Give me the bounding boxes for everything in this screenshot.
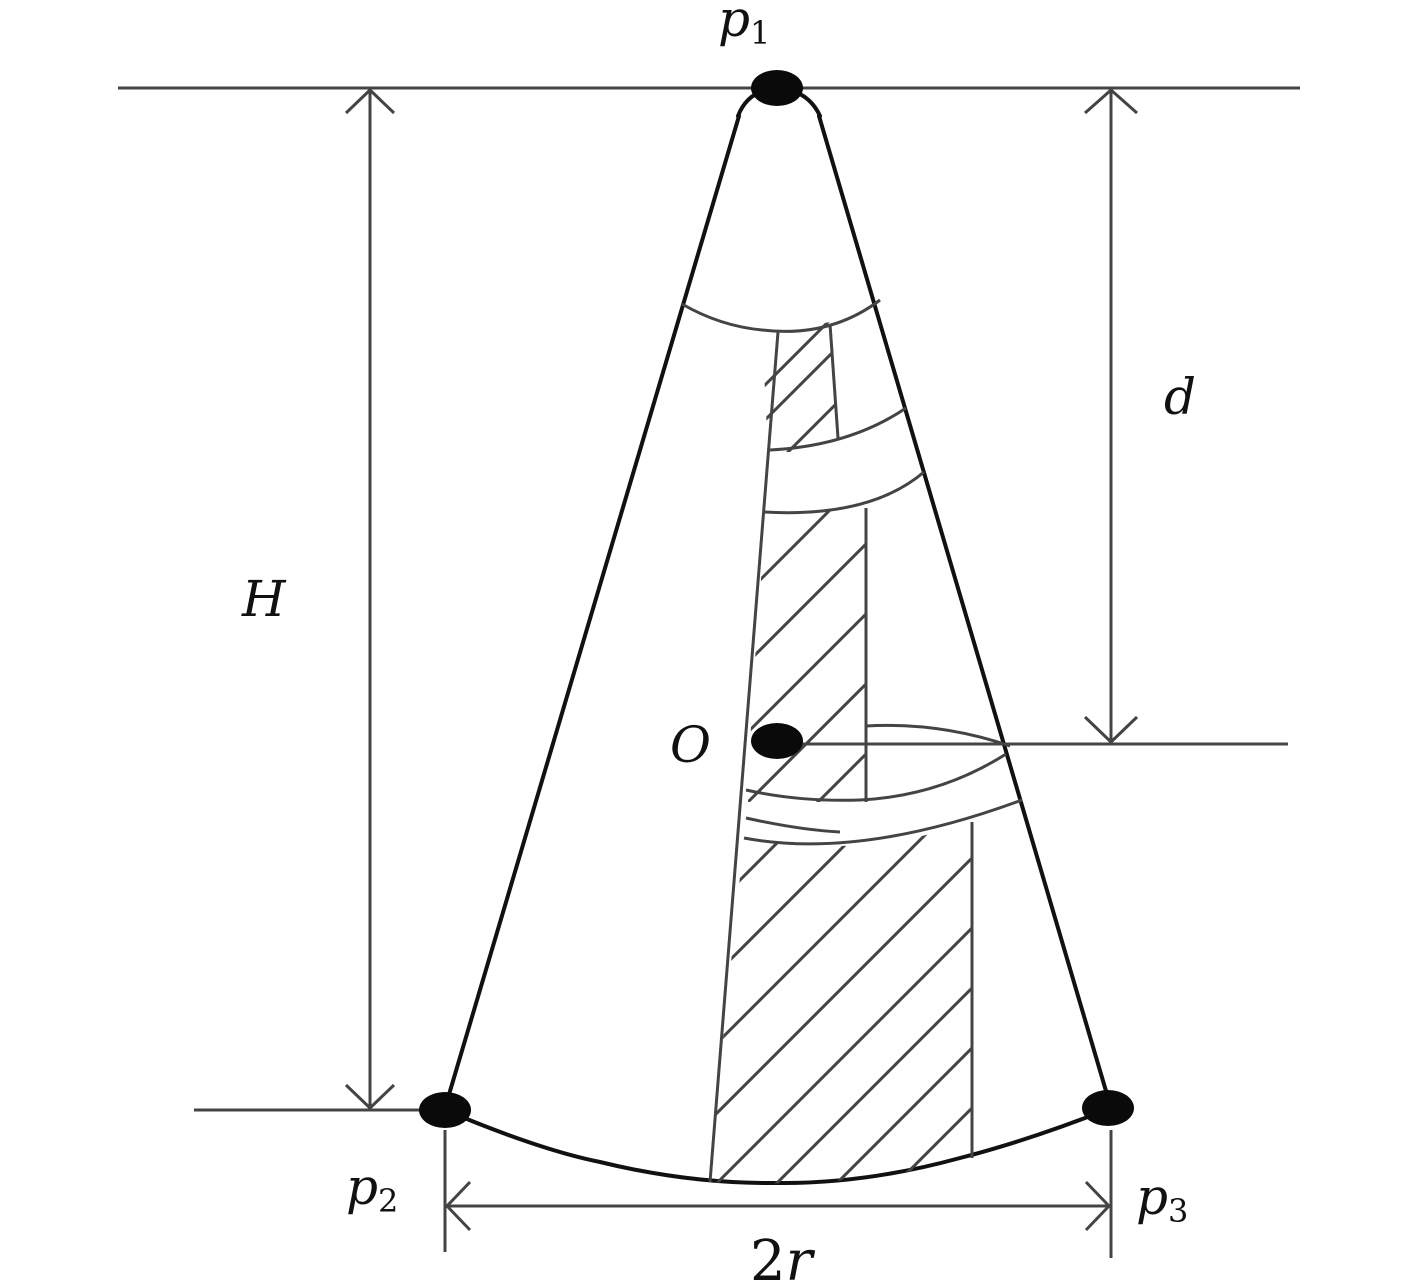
inner-slanted-line bbox=[708, 331, 780, 1183]
dimension-d-top-arrow bbox=[1084, 87, 1138, 115]
cone-right-edge bbox=[817, 114, 1113, 1110]
dimension-2r-left-arrow bbox=[444, 1180, 472, 1232]
point-p3 bbox=[1082, 1090, 1134, 1126]
cone-left-edge bbox=[443, 114, 741, 1110]
points bbox=[419, 70, 1134, 1128]
cone-base-arc bbox=[443, 1106, 1113, 1186]
label-2r: 2r bbox=[750, 1229, 816, 1283]
inner-structure bbox=[708, 323, 974, 1183]
dimension-d-bottom-arrow bbox=[1083, 715, 1139, 745]
dimension-h bbox=[344, 87, 396, 1111]
upper-right-line bbox=[828, 323, 840, 439]
labels: p1 p2 p3 H d O 2r bbox=[241, 0, 1196, 1283]
cone-outline bbox=[443, 85, 1113, 1186]
dimension-h-bottom-arrow bbox=[344, 1083, 396, 1111]
upper-band-arc-1 bbox=[769, 406, 907, 452]
label-h: H bbox=[241, 570, 287, 628]
point-p1 bbox=[751, 70, 803, 106]
label-o: O bbox=[670, 716, 711, 774]
lower-band-arc-2 bbox=[743, 798, 1023, 846]
label-p2: p2 bbox=[346, 1158, 398, 1220]
dimension-2r-right-arrow bbox=[1084, 1180, 1112, 1232]
upper-band-arc-2 bbox=[763, 470, 925, 515]
hatch-upper bbox=[762, 322, 838, 452]
hatch-middle bbox=[748, 508, 866, 802]
dimension-h-top-arrow bbox=[344, 87, 396, 115]
dimension-2r bbox=[443, 1130, 1113, 1258]
lower-band-arc-1 bbox=[745, 752, 1007, 802]
lower-band-arc-0 bbox=[745, 816, 841, 834]
label-p3: p3 bbox=[1136, 1168, 1188, 1230]
segment-arcs bbox=[681, 298, 1023, 846]
label-p1: p1 bbox=[718, 0, 770, 52]
top-segment-arc bbox=[681, 298, 881, 333]
center-cap-arc bbox=[865, 723, 1011, 748]
reference-lines bbox=[118, 86, 1300, 1112]
point-o bbox=[751, 723, 803, 759]
dimension-d bbox=[1083, 87, 1139, 745]
point-p2 bbox=[419, 1092, 471, 1128]
label-d: d bbox=[1164, 368, 1196, 426]
